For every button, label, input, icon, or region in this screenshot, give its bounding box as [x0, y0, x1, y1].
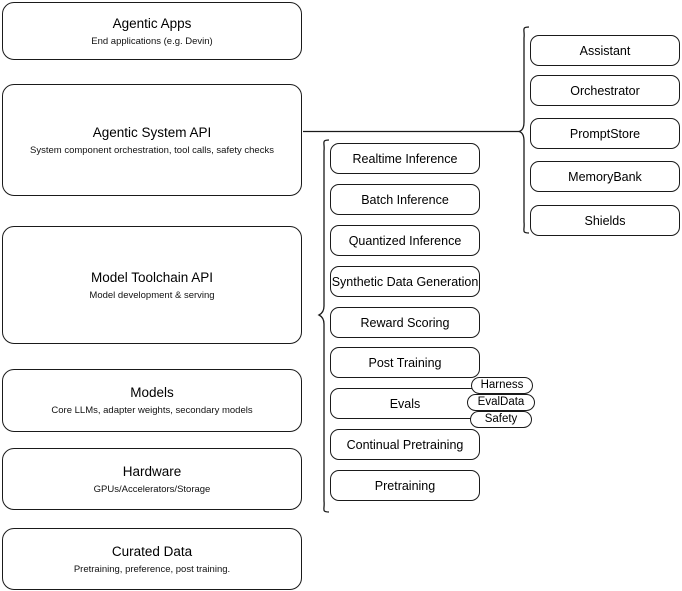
layer-agentic-system-api[interactable]: Agentic System API System component orch… — [2, 84, 302, 196]
toolchain-item-quantized-inference[interactable]: Quantized Inference — [330, 225, 480, 256]
system-item-label: Orchestrator — [570, 83, 640, 98]
layer-title: Models — [130, 385, 174, 400]
toolchain-item-label: Reward Scoring — [360, 315, 450, 330]
layer-model-toolchain-api[interactable]: Model Toolchain API Model development & … — [2, 226, 302, 344]
eval-tag-safety[interactable]: Safety — [470, 411, 532, 428]
system-item-label: Shields — [584, 213, 626, 228]
layer-agentic-apps[interactable]: Agentic Apps End applications (e.g. Devi… — [2, 2, 302, 60]
system-item-promptstore[interactable]: PromptStore — [530, 118, 680, 149]
toolchain-item-label: Continual Pretraining — [346, 437, 464, 452]
eval-tag-evaldata[interactable]: EvalData — [467, 394, 535, 411]
layer-title: Agentic Apps — [112, 15, 192, 31]
toolchain-item-continual-pretraining[interactable]: Continual Pretraining — [330, 429, 480, 460]
layer-title: Curated Data — [111, 543, 193, 559]
brace-system-components — [518, 26, 530, 234]
layer-subtitle: Core LLMs, adapter weights, secondary mo… — [51, 405, 253, 416]
eval-tag-label: Harness — [480, 378, 524, 391]
system-item-shields[interactable]: Shields — [530, 205, 680, 236]
layer-subtitle: GPUs/Accelerators/Storage — [93, 483, 211, 495]
layer-subtitle: End applications (e.g. Devin) — [91, 35, 213, 47]
layer-subtitle: Pretraining, preference, post training. — [73, 563, 231, 575]
system-item-assistant[interactable]: Assistant — [530, 35, 680, 66]
layer-models[interactable]: Models Core LLMs, adapter weights, secon… — [2, 369, 302, 432]
system-item-label: PromptStore — [569, 126, 641, 141]
toolchain-item-label: Synthetic Data Generation — [331, 274, 479, 289]
toolchain-item-label: Realtime Inference — [352, 151, 458, 166]
toolchain-item-reward-scoring[interactable]: Reward Scoring — [330, 307, 480, 338]
brace-toolchain-items — [317, 139, 330, 513]
eval-tag-label: EvalData — [477, 395, 525, 408]
toolchain-item-post-training[interactable]: Post Training — [330, 347, 480, 378]
eval-tag-harness[interactable]: Harness — [471, 377, 533, 394]
toolchain-item-evals[interactable]: Evals — [330, 388, 480, 419]
toolchain-item-label: Evals — [389, 396, 421, 411]
layer-subtitle: System component orchestration, tool cal… — [30, 144, 274, 156]
toolchain-item-label: Batch Inference — [361, 192, 449, 207]
system-item-memorybank[interactable]: MemoryBank — [530, 161, 680, 192]
layer-title: Hardware — [122, 463, 182, 479]
toolchain-item-realtime-inference[interactable]: Realtime Inference — [330, 143, 480, 174]
toolchain-item-pretraining[interactable]: Pretraining — [330, 470, 480, 501]
eval-tag-label: Safety — [484, 412, 518, 425]
system-item-label: Assistant — [579, 43, 631, 58]
layer-curated-data[interactable]: Curated Data Pretraining, preference, po… — [2, 528, 302, 590]
layer-title: Agentic System API — [92, 124, 212, 140]
toolchain-item-label: Quantized Inference — [348, 233, 462, 248]
toolchain-item-batch-inference[interactable]: Batch Inference — [330, 184, 480, 215]
layer-hardware[interactable]: Hardware GPUs/Accelerators/Storage — [2, 448, 302, 510]
system-item-orchestrator[interactable]: Orchestrator — [530, 75, 680, 106]
system-item-label: MemoryBank — [568, 169, 642, 184]
toolchain-item-label: Post Training — [368, 355, 442, 370]
layer-title: Model Toolchain API — [90, 269, 214, 285]
toolchain-item-synthetic-data-generation[interactable]: Synthetic Data Generation — [330, 266, 480, 297]
layer-subtitle: Model development & serving — [89, 289, 215, 301]
toolchain-item-label: Pretraining — [374, 478, 436, 493]
